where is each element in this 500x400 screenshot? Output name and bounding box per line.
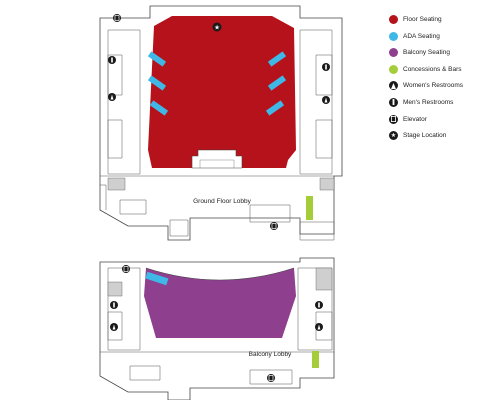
balcony-concessions-bar: [312, 351, 319, 368]
legend-label: Floor Seating: [403, 16, 442, 23]
balcony-left-room: [107, 311, 123, 341]
womens-restroom-icon: [315, 323, 323, 331]
ada-seating-left-2: [147, 75, 167, 91]
balcony-seating-area: [144, 268, 296, 338]
elevator-icon: [113, 14, 121, 22]
elevator-icon: [389, 114, 398, 124]
legend-label: Elevator: [403, 115, 427, 123]
lobby-room-c: [299, 221, 335, 241]
right-corridor: [299, 29, 333, 175]
left-stair: [107, 177, 126, 191]
green-dot-icon: [389, 64, 398, 74]
star-icon: ★: [389, 131, 398, 141]
balcony-right-room: [315, 311, 333, 341]
ada-seating-left-1: [147, 51, 167, 67]
left-restroom-room: [107, 54, 123, 96]
elevator-icon: [122, 265, 130, 273]
ground-concessions-bar: [306, 196, 313, 220]
right-restroom-room: [315, 54, 333, 96]
balcony-outline: [99, 257, 335, 400]
legend-item-mens-restrooms: Men's Restrooms: [389, 97, 497, 108]
ada-seating-right-2: [267, 75, 287, 91]
ground-floor-outline: [99, 5, 343, 241]
balcony-lobby-room-b: [249, 369, 293, 385]
lobby-room-a: [119, 199, 147, 215]
sound-booth: [191, 149, 243, 169]
legend-item-concessions: Concessions & Bars: [389, 64, 497, 75]
legend-item-elevator: Elevator: [389, 114, 497, 125]
womens-restroom-icon: [389, 81, 398, 91]
balcony-left-corridor: [107, 267, 141, 351]
purple-dot-icon: [389, 48, 398, 58]
mens-restroom-icon: [110, 301, 118, 309]
ada-seating-right-1: [267, 51, 287, 67]
womens-restroom-icon: [322, 96, 330, 104]
right-stair: [319, 177, 335, 191]
lobby-wall-left: [100, 184, 107, 210]
legend-item-stage: ★ Stage Location: [389, 130, 497, 141]
lobby-room-d: [169, 219, 189, 237]
legend-label: Women's Restrooms: [403, 82, 463, 90]
balcony-lobby-label: Balcony Lobby: [249, 351, 292, 358]
blue-dot-icon: [389, 31, 398, 41]
balcony-lobby-room-a: [129, 365, 161, 381]
womens-restroom-icon: [110, 323, 118, 331]
legend-label: Stage Location: [403, 132, 447, 140]
balcony-floor-plan: Balcony Lobby: [99, 257, 335, 400]
balcony-left-stair: [107, 281, 123, 297]
ground-floor-lobby-label: Ground Floor Lobby: [193, 198, 252, 205]
mens-restroom-icon: [322, 63, 330, 71]
legend-label: Concessions & Bars: [403, 65, 462, 73]
legend-item-womens-restrooms: Women's Restrooms: [389, 80, 497, 91]
womens-restroom-icon: [108, 93, 116, 101]
stage-star-glyph: ★: [214, 23, 220, 31]
map-legend: Floor Seating ADA Seating Balcony Seatin…: [389, 14, 497, 147]
legend-item-floor-seating: Floor Seating: [389, 14, 497, 25]
elevator-icon: [267, 374, 275, 382]
left-corridor: [107, 29, 141, 175]
floor-seating-area: [148, 16, 296, 168]
stage-star-icon: [212, 22, 222, 32]
elevator-icon: [270, 222, 278, 230]
ada-seating-left-3: [149, 100, 169, 116]
legend-label: Balcony Seating: [403, 49, 450, 57]
red-dot-icon: [389, 15, 398, 24]
right-lower-room: [315, 119, 333, 159]
balcony-rail: [145, 267, 295, 281]
ada-seating-balcony: [145, 271, 169, 286]
legend-item-balcony-seating: Balcony Seating: [389, 47, 497, 58]
mens-restroom-icon: [315, 301, 323, 309]
left-lower-room: [107, 119, 123, 159]
balcony-right-stair: [315, 267, 333, 291]
legend-label: Men's Restrooms: [403, 98, 454, 106]
legend-item-ada-seating: ADA Seating: [389, 31, 497, 42]
mens-restroom-icon: [108, 56, 116, 64]
ada-seating-right-3: [265, 100, 285, 116]
mens-restroom-icon: [389, 97, 398, 107]
sound-booth-inner: [199, 159, 235, 168]
ground-floor-plan: ★: [99, 5, 343, 241]
lobby-room-b: [249, 204, 291, 223]
legend-label: ADA Seating: [403, 32, 440, 40]
